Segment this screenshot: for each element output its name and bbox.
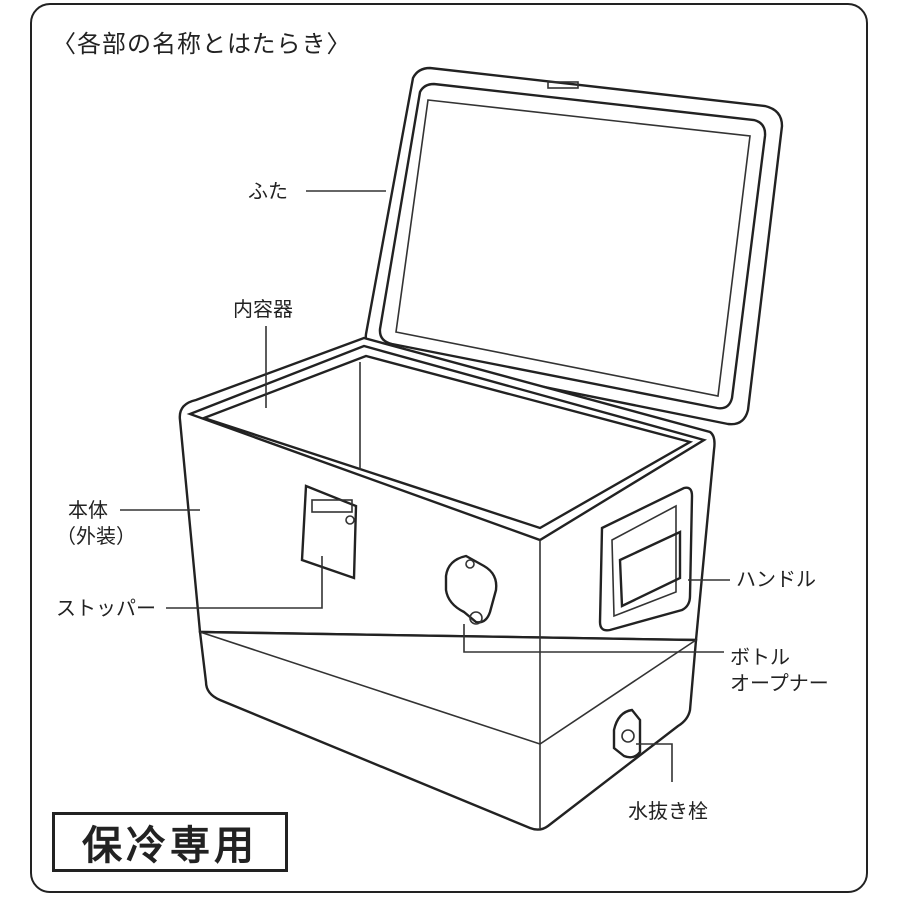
leader-lines	[120, 190, 730, 782]
label-drain-plug: 水抜き栓	[628, 799, 708, 823]
label-inner-container: 内容器	[233, 297, 293, 321]
bottle-opener-drawing	[444, 554, 498, 625]
label-lid: ふた	[248, 179, 288, 203]
diagram-title: 〈各部の名称とはたらき〉	[52, 30, 352, 58]
cold-only-badge: 保冷専用	[52, 812, 288, 872]
label-body-line1: 本体	[68, 498, 108, 522]
label-stopper: ストッパー	[56, 596, 156, 620]
label-bottle-opener-line1: ボトル	[730, 645, 790, 669]
handle-drawing	[598, 486, 694, 632]
stopper-drawing	[300, 484, 358, 580]
label-body: 本体 （外装）	[56, 497, 136, 549]
label-body-line2: （外装）	[56, 524, 136, 548]
drain-plug-drawing	[612, 708, 642, 759]
diagram-frame	[30, 3, 868, 893]
label-bottle-opener-line2: オープナー	[730, 671, 829, 695]
label-bottle-opener: ボトル オープナー	[730, 644, 829, 696]
label-handle: ハンドル	[736, 567, 816, 591]
lid-drawing	[364, 66, 784, 426]
